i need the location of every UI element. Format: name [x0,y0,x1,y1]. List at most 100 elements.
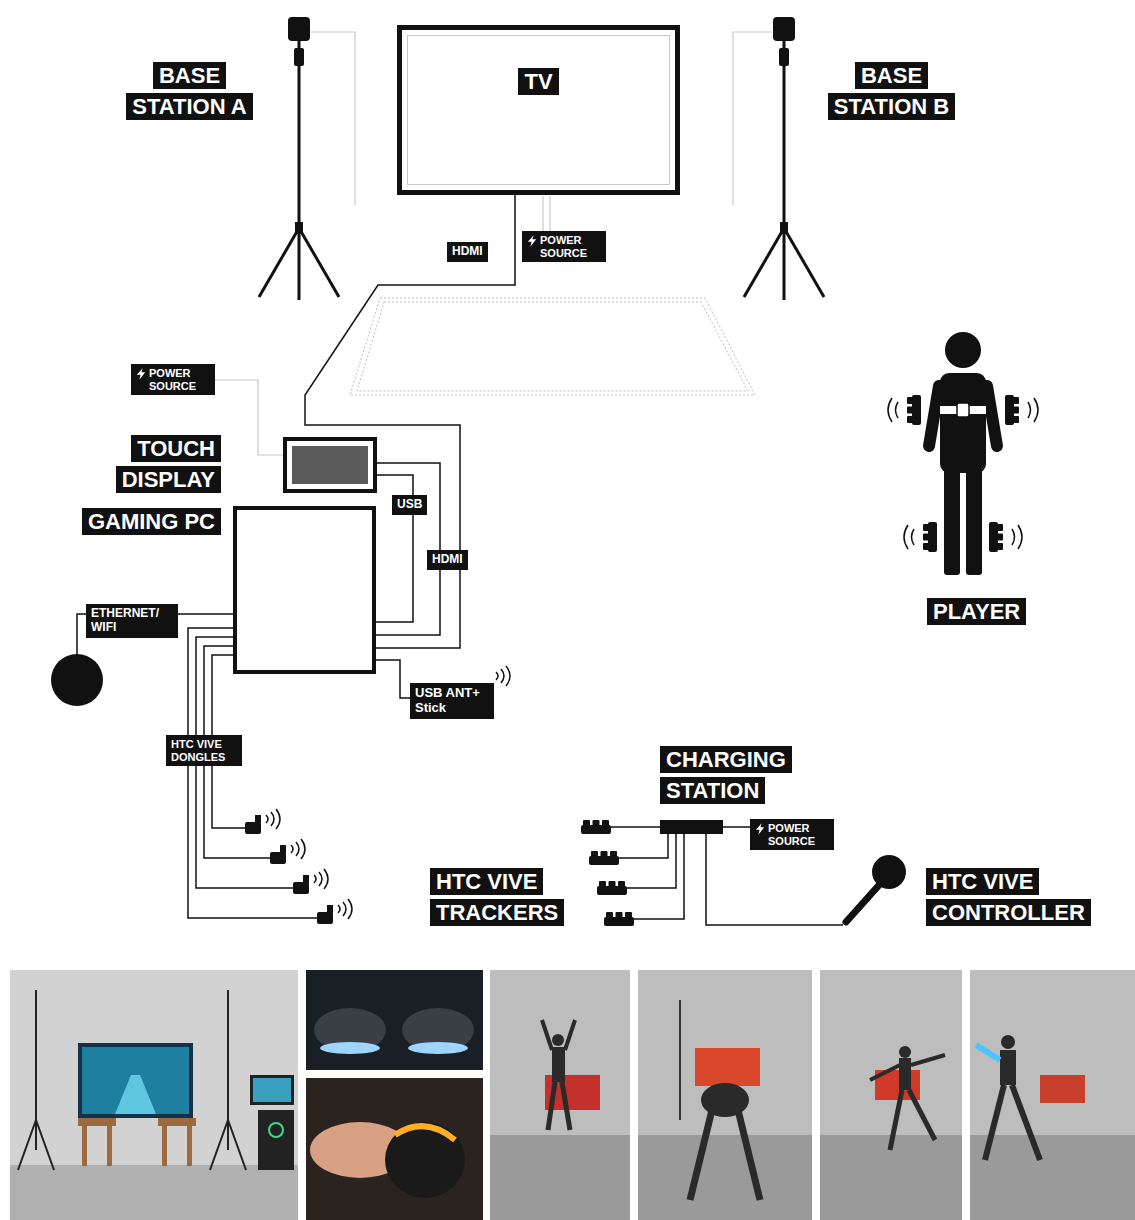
player-photo [565,1020,575,1050]
vibration-lines [896,402,899,418]
bolt-icon [755,823,765,835]
player-photo [638,970,812,1220]
setup-photo [36,1120,54,1170]
setup-photo [115,1075,156,1114]
vive-controller-icon [846,855,906,922]
setup-photo [107,1126,112,1166]
setup-photo [82,1047,189,1114]
ant-stick-wire [376,660,410,698]
player-photo [738,1110,760,1200]
player-photo [911,1055,945,1065]
base-station-tripod [744,17,824,300]
vive-controller-icon [872,855,906,889]
text-holder: TV [402,66,675,97]
glove-photo [385,1122,465,1198]
bolt-icon [136,368,146,380]
dongle-icon [270,852,286,864]
base-station-tripod [744,228,784,297]
setup-photo [228,1120,246,1170]
dongle-icon [293,882,309,894]
vive-tracker-icon [581,820,611,834]
vive-controller-icon [846,884,880,922]
label-holder: POWER SOURCE [522,231,606,262]
setup-photo [250,1075,294,1105]
base-station-tripod [259,17,339,300]
charging-wire [619,834,668,858]
player-figure [966,465,982,575]
player-photo [870,1065,900,1080]
player-figure [945,332,981,368]
glove-photo [306,1078,483,1220]
controller-label: HTC VIVE CONTROLLER [926,868,1091,926]
gaming-pc: GAMING PC [233,506,376,674]
player-figure [957,403,969,417]
label-holder: HTC VIVE TRACKERS [430,866,580,928]
vibration-lines [888,398,892,422]
player-photo [976,1045,1000,1060]
setup-photo [82,1126,87,1166]
player-photo [970,1135,1135,1220]
player-photo [679,1000,681,1120]
label-holder: ETHERNET/ WIFI [86,604,178,638]
vibration-lines [1028,402,1031,418]
base-station-label: BASE STATION B [828,62,955,120]
player-photo [985,1085,1004,1160]
wireless-waves [276,809,280,829]
leader-line [215,380,283,455]
edge-label-holder: USB [392,494,427,515]
player-photo [490,970,630,1220]
play-area [357,302,748,391]
wireless-waves [501,669,504,683]
wireless-waves [343,902,346,916]
vibration-lines [1018,525,1022,549]
player-photo [490,1135,630,1220]
player-photo [490,970,630,1220]
power-source-label-box: POWER SOURCE [522,231,606,262]
player-photo [909,1090,935,1140]
vive-tracker-icon [597,881,627,895]
label-holder: BASE STATION A [112,60,267,122]
player-label: PLAYER [927,598,1026,625]
dongle-label-box: HTC VIVE DONGLES [166,735,242,766]
setup-photo [78,1118,116,1126]
ant-stick-label-box: USB ANT+ Stick [410,683,494,719]
bolt-icon [756,823,764,835]
player-photo [638,970,812,1220]
cable-label: HDMI [452,244,483,258]
setup-photo [10,970,298,1220]
label-holder: POWER SOURCE [131,364,215,395]
dongle-label: HTC VIVE DONGLES [171,738,225,763]
player-photo [548,1082,555,1130]
player-figure [940,373,986,473]
component-label: GAMING PC [82,508,221,535]
leader-line [311,32,355,205]
wireless-waves [348,899,352,919]
text-holder: CHARGING STATION [660,744,830,806]
glove-photo [395,1126,455,1140]
ethernet-wire [51,654,103,706]
setup-photo [78,1043,193,1118]
component-label: CHARGING STATION [660,746,792,804]
setup-photo [210,1120,228,1170]
vive-tracker-icon [589,851,619,865]
cable-label: HDMI [432,552,463,566]
tracker-photo [306,970,483,1070]
leader-line [549,196,550,231]
setup-photo [269,1123,283,1137]
bolt-icon [527,235,537,247]
player-photo [552,1047,565,1082]
wireless-waves [496,672,498,680]
wireless-waves [338,905,340,913]
dongle-icon [255,815,261,823]
cable-connector [376,463,440,635]
cable-label: USB [397,497,422,511]
ant-stick-label: USB ANT+ Stick [415,685,480,715]
edge-label-holder: HDMI [427,549,468,570]
player-figure [907,332,1019,575]
setup-photo [162,1126,167,1166]
player-figure [907,395,921,425]
player-photo [638,1135,812,1220]
setup-photo [10,970,298,1220]
base-station-tripod [298,40,301,300]
